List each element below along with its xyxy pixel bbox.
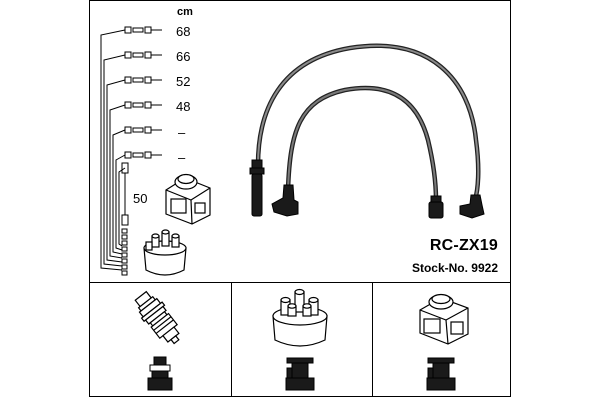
diagram-frame: cm 68 66 52 48 – – 50 RC-ZX19 Stock-No. …	[89, 0, 511, 397]
cable-boot-left-straight	[249, 159, 265, 217]
connector-symbol-cap	[285, 357, 315, 391]
cable-bundle	[100, 29, 126, 271]
ignition-coil-icon	[165, 173, 211, 225]
cable-length-6: –	[178, 150, 186, 165]
cable-boot-right-angled	[459, 194, 485, 219]
cable-boot-left-angled	[271, 184, 299, 217]
cable-length-4: 48	[176, 99, 191, 114]
cable-length-5: –	[178, 125, 186, 140]
coil-lead	[121, 162, 129, 226]
model-number: RC-ZX19	[429, 237, 498, 254]
distributor-cap-large-icon	[272, 288, 328, 347]
connector-symbol-plug	[147, 356, 173, 391]
cable-connector-1	[124, 26, 162, 34]
spark-plug-icon	[134, 290, 180, 345]
ignition-cable-inner	[285, 85, 439, 201]
cable-length-2: 66	[176, 49, 191, 64]
distributor-cap-icon	[143, 229, 187, 276]
cable-connector-5	[124, 126, 162, 134]
cable-connector-3	[124, 76, 162, 84]
ignition-cable-outer	[255, 43, 481, 201]
divider-vertical-2	[372, 282, 373, 396]
cable-boot-right-straight	[428, 195, 444, 219]
cable-set-schematic	[100, 26, 162, 276]
cable-length-1: 68	[176, 24, 191, 39]
cable-connector-4	[124, 101, 162, 109]
ignition-coil-large-icon	[419, 293, 469, 345]
cable-connector-6	[124, 151, 162, 159]
divider-horizontal	[90, 282, 510, 283]
cable-length-3: 52	[176, 74, 191, 89]
stock-number: Stock-No. 9922	[411, 261, 498, 275]
connector-symbol-coil	[426, 357, 456, 391]
divider-vertical-1	[231, 282, 232, 396]
cable-connector-2	[124, 51, 162, 59]
cable-terminals	[121, 228, 128, 276]
coil-lead-length: 50	[133, 191, 148, 206]
unit-label: cm	[177, 6, 193, 18]
